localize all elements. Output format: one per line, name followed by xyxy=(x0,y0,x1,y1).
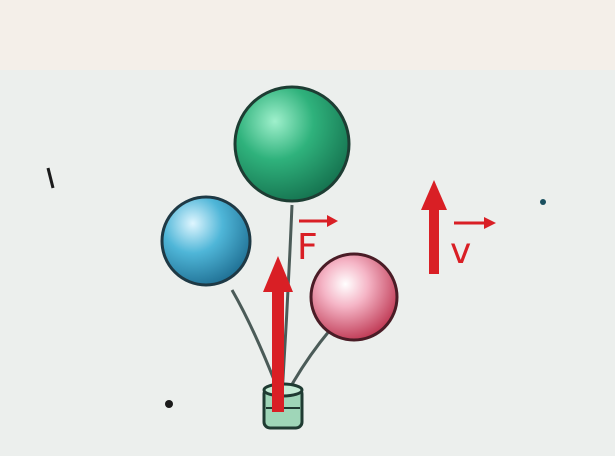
green-balloon xyxy=(235,87,349,201)
blue-balloon xyxy=(162,197,250,285)
red-balloon xyxy=(311,254,397,340)
force-label: F xyxy=(297,230,318,266)
speck xyxy=(540,199,546,205)
velocity-label: v xyxy=(450,234,471,270)
speck xyxy=(165,400,173,408)
